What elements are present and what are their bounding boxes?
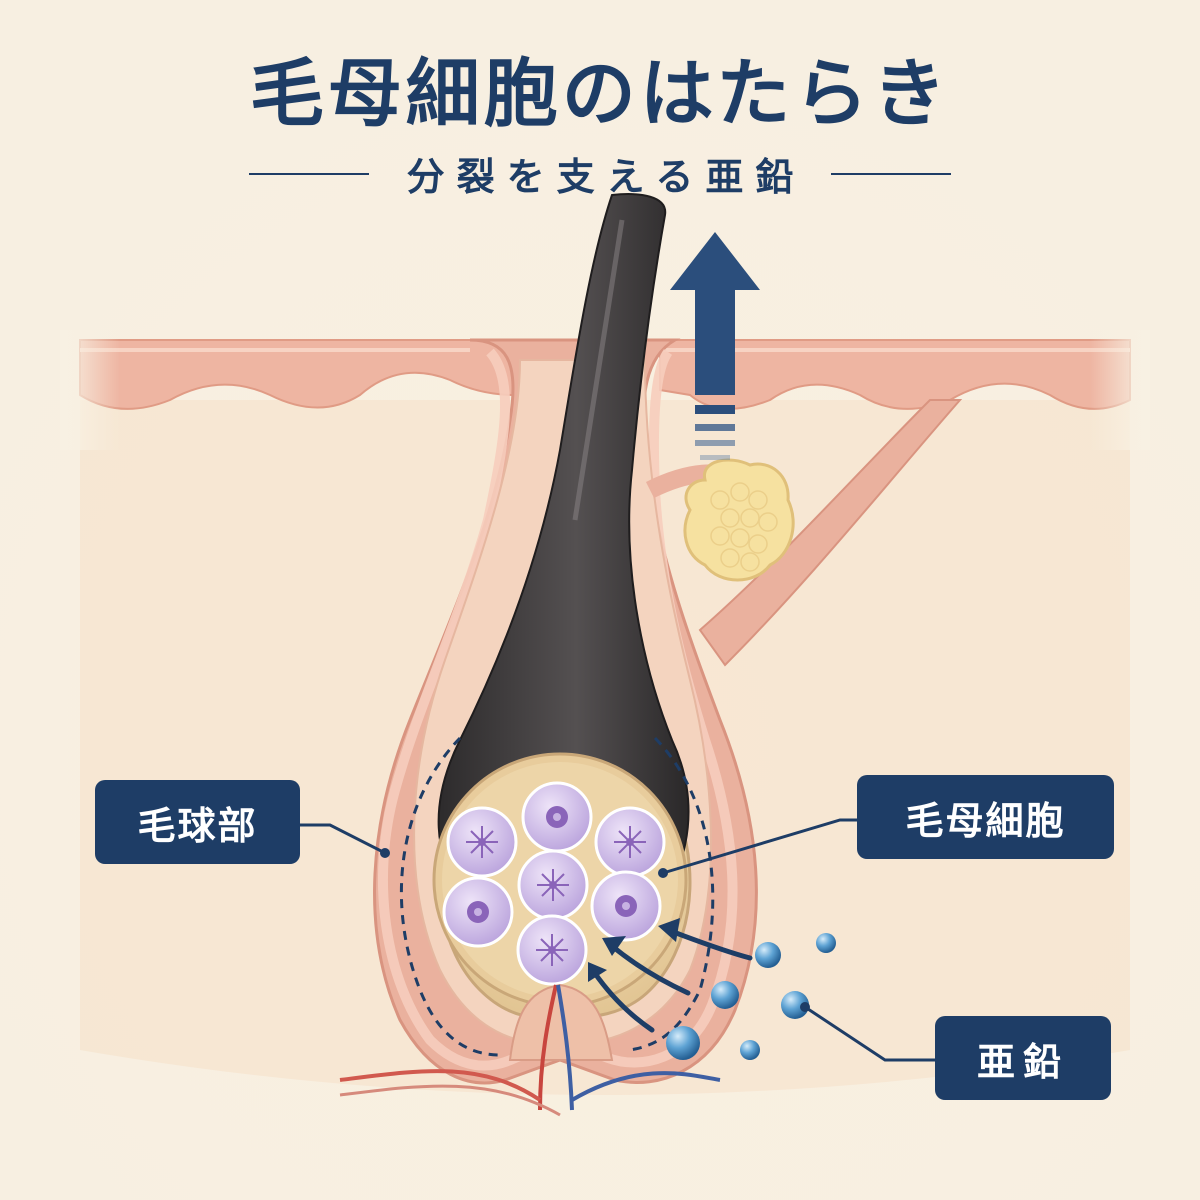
label-hair-bulb: 毛球部 (95, 780, 300, 864)
bulb-outline-left (399, 736, 501, 1057)
page-subtitle: 分裂を支える亜鉛 (406, 155, 806, 199)
artery (538, 984, 558, 1111)
dermal-papilla (508, 983, 614, 1061)
label-hair-matrix-cells: 毛母細胞 (857, 775, 1114, 859)
subtitle-divider-left (248, 172, 369, 175)
matrix-cell (446, 806, 518, 878)
matrix-cells (442, 781, 666, 986)
epidermis-right (659, 339, 1131, 410)
matrix-cell (516, 914, 588, 986)
subtitle-row: 分裂を支える亜鉛 (0, 146, 1200, 201)
leader-matrix (662, 818, 857, 875)
leader-bulb (300, 823, 386, 855)
matrix-cell (590, 870, 662, 942)
leader-zinc (804, 1005, 935, 1062)
page-title: 毛母細胞のはたらき (249, 51, 951, 137)
matrix-cell (517, 849, 589, 921)
subtitle-divider-right (831, 172, 952, 175)
bulb-outline-right (629, 736, 715, 1052)
matrix-cell (594, 806, 666, 878)
arrow-up-icon (670, 232, 760, 460)
vein (556, 984, 574, 1111)
label-zinc: 亜鉛 (935, 1016, 1111, 1100)
matrix-cell (521, 781, 593, 853)
matrix-cell (442, 876, 514, 948)
sebaceous-gland (645, 458, 795, 582)
zinc-particles (666, 933, 836, 1060)
